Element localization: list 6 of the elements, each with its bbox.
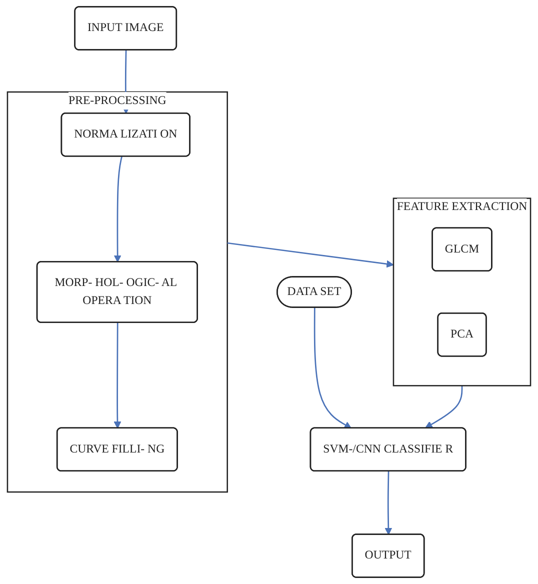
arrow bbox=[314, 308, 352, 429]
arrow bbox=[227, 242, 394, 268]
arrow bbox=[384, 471, 392, 535]
arrow bbox=[425, 386, 463, 428]
arrow bbox=[114, 156, 122, 262]
arrow bbox=[114, 322, 122, 429]
